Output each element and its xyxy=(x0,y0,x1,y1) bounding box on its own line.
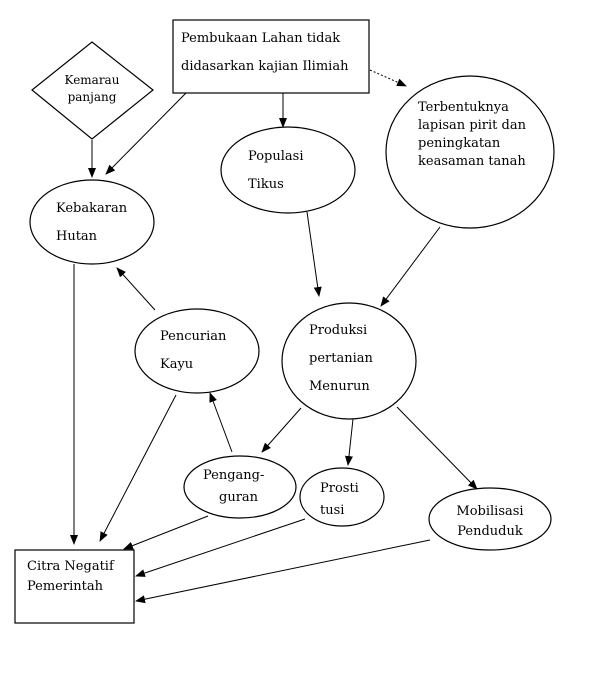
edge-produksi-mobilisasi xyxy=(396,406,478,490)
node-populasi-tikus: Populasi Tikus xyxy=(220,126,356,214)
node-pembukaan-line1: Pembukaan Lahan tidak xyxy=(181,31,340,46)
edge-produksi-prostitusi xyxy=(344,418,354,466)
node-pencurian-kayu: Pencurian Kayu xyxy=(134,308,260,394)
edge-mobilisasi-citra xyxy=(135,539,431,604)
edge-populasi-produksi xyxy=(306,211,322,297)
edge-pembukaan-kebakaran xyxy=(105,92,187,175)
edge-pencurian-kebakaran xyxy=(116,267,156,311)
node-populasi-line1: Populasi xyxy=(248,149,303,164)
node-kemarau-line2: panjang xyxy=(68,90,117,104)
node-pencurian-line1: Pencurian xyxy=(160,329,227,344)
node-prostitusi-line1: Prosti xyxy=(320,481,359,496)
node-kebakaran-hutan: Kebakaran Hutan xyxy=(29,179,155,265)
node-prostitusi-line2: tusi xyxy=(320,503,344,518)
node-pirit-line2: lapisan pirit dan xyxy=(418,118,527,133)
node-pengangguran-line2: guran xyxy=(219,490,259,505)
node-kemarau-panjang: Kemarau panjang xyxy=(31,41,154,140)
edge-pirit-produksi xyxy=(380,226,441,307)
node-mobilisasi-penduduk: Mobilisasi Penduduk xyxy=(428,487,552,551)
node-prostitusi: Prosti tusi xyxy=(299,467,385,527)
node-mobilisasi-line1: Mobilisasi xyxy=(456,504,523,519)
node-pembukaan-lahan: Pembukaan Lahan tidak didasarkan kajian … xyxy=(172,19,370,94)
node-lapisan-pirit: Terbentuknya lapisan pirit dan peningkat… xyxy=(385,75,555,229)
node-kebakaran-line1: Kebakaran xyxy=(56,201,128,216)
edge-pengangguran-pencurian xyxy=(209,392,233,453)
node-produksi-line1: Produksi xyxy=(309,323,367,338)
node-pengangguran: Pengang- guran xyxy=(183,455,297,519)
node-pirit-line1: Terbentuknya xyxy=(418,100,509,115)
node-produksi-pertanian: Produksi pertanian Menurun xyxy=(281,302,417,420)
node-produksi-line2: pertanian xyxy=(309,351,373,366)
node-pencurian-line2: Kayu xyxy=(160,357,193,372)
node-citra-line1: Citra Negatif xyxy=(27,559,115,574)
node-pirit-line3: peningkatan xyxy=(418,136,501,151)
node-kebakaran-line2: Hutan xyxy=(56,229,98,244)
node-pengangguran-line1: Pengang- xyxy=(203,468,264,483)
node-populasi-line2: Tikus xyxy=(248,177,284,192)
node-citra-negatif: Citra Negatif Pemerintah xyxy=(14,549,135,624)
edge-produksi-pengangguran xyxy=(261,407,302,453)
node-mobilisasi-line2: Penduduk xyxy=(457,524,523,539)
edge-pencurian-citra xyxy=(99,394,177,542)
node-pirit-line4: keasaman tanah xyxy=(418,154,526,169)
edges xyxy=(70,69,478,604)
node-pembukaan-line2: didasarkan kajian Ilimiah xyxy=(181,59,349,74)
node-produksi-line3: Menurun xyxy=(309,379,370,394)
edge-pengangguran-citra xyxy=(123,515,209,550)
node-citra-line2: Pemerintah xyxy=(27,579,104,594)
node-kemarau-line1: Kemarau xyxy=(65,73,120,87)
edge-pembukaan-pirit xyxy=(369,69,407,87)
edge-prostitusi-citra xyxy=(135,518,306,577)
